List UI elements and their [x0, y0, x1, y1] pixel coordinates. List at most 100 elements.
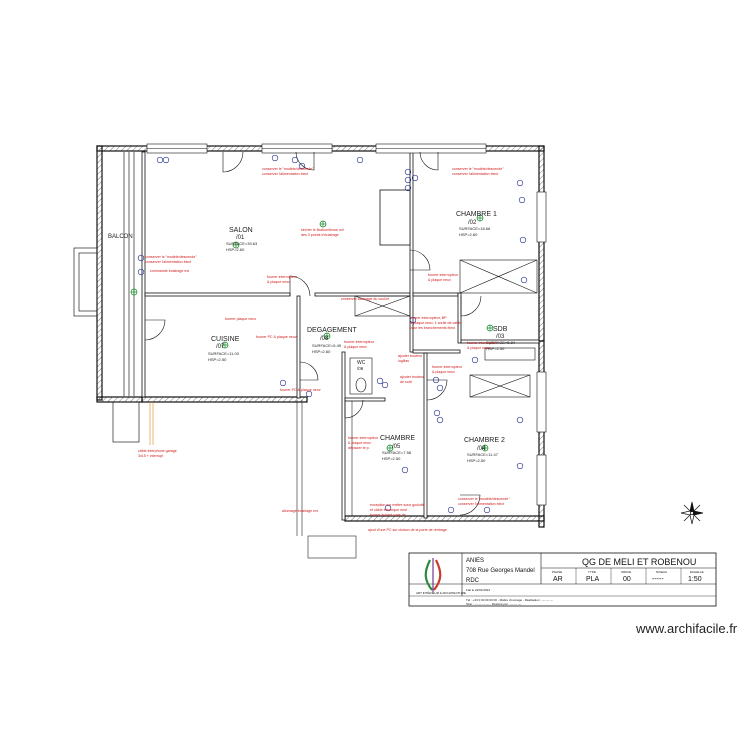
room-chambre2-code: /04	[477, 446, 486, 452]
room-chambre3-height: HSP=2.50	[382, 456, 401, 461]
note: fourrer PC & plaque neuv	[280, 388, 321, 392]
room-wc-name: WC	[357, 360, 366, 366]
note: lugillas	[398, 359, 409, 363]
note: fourrer plaque neuv	[225, 317, 256, 321]
room-chambre2-name: CHAMBRE 2	[464, 437, 505, 444]
footer-line1: Fait le 22/01/2024	[466, 588, 490, 592]
note: câble interphone garage	[138, 449, 177, 453]
title-block: ART INTÉRIEUR & ARCHITECTURE ANIES 708 R…	[408, 552, 717, 607]
room-sdb-height: HSP=2.50	[486, 346, 505, 351]
room-sdb-name: SDB	[493, 326, 508, 333]
room-sdb-code: /03	[496, 334, 505, 340]
room-labels: BALCON SALON /01 SURFACE=39.63 HSP=2.60 …	[108, 211, 516, 463]
light-fixtures	[130, 214, 494, 452]
note: & plaque neuv	[432, 370, 455, 374]
room-degagement-name: DEGAGEMENT	[307, 327, 358, 334]
col-value: -----	[652, 576, 664, 583]
note: conserver l'alimentation élect	[452, 172, 498, 176]
doors	[144, 151, 482, 516]
room-chambre1-name: CHAMBRE 1	[456, 211, 497, 218]
room-sdb-surface: SURFACE=5.84	[486, 340, 516, 345]
col-value: 00	[623, 576, 631, 583]
annotations: conserver le "modèle/descende" conserver…	[138, 167, 510, 532]
note: & plaque neuv	[344, 345, 367, 349]
room-chambre1-surface: SURFACE=18.66	[459, 226, 491, 231]
cable-marks	[149, 402, 154, 445]
room-salon-height: HSP=2.60	[226, 247, 245, 252]
room-degagement-code: /08	[320, 336, 329, 342]
note: & plaque neuv	[467, 346, 490, 350]
room-chambre2-surface: SURFACE=11.47	[467, 452, 499, 457]
level: RDC	[466, 578, 480, 584]
balcony	[73, 152, 140, 443]
col-label: INDICE	[621, 570, 631, 574]
title-columns: PHASE TYPE INDICE NIVEAU ECHELLE AR PLA …	[552, 570, 704, 583]
col-label: NIVEAU	[656, 570, 667, 574]
room-chambre1-height: HSP=2.60	[459, 232, 478, 237]
note: conserver le "modèle/descende"	[145, 255, 197, 259]
note: commande éclairage ext	[150, 269, 189, 273]
north-arrow-icon	[680, 501, 704, 525]
note: conserver l'alimentation élect	[145, 260, 191, 264]
col-label: PHASE	[552, 570, 562, 574]
room-salon-name: SALON	[229, 227, 253, 234]
room-wc-code: /06	[357, 366, 364, 371]
col-value: AR	[553, 576, 563, 583]
note: fourrer interrupteur	[344, 340, 375, 344]
col-value: PLA	[586, 576, 600, 583]
note: & plaque neuv	[267, 280, 290, 284]
note: fourrer interrupteur	[348, 436, 379, 440]
footer-line2: Tél : +33 0 00 00 00 00 - Maître d'ouvra…	[466, 598, 553, 602]
watermark: www.archifacile.fr	[636, 621, 738, 636]
room-degagement-surface: SURFACE=5.49	[312, 343, 342, 348]
room-salon-surface: SURFACE=39.63	[226, 241, 258, 246]
col-value: 1:50	[688, 576, 702, 583]
room-cuisine-surface: SURFACE=11.00	[208, 351, 240, 356]
note: conserver le "modèle/descende"	[452, 167, 504, 171]
note: fourrer interrupteur	[267, 275, 298, 279]
note: & plaque neuv	[348, 441, 371, 445]
note: conserver le "modèle/descende"	[458, 497, 510, 501]
interior-walls	[141, 151, 540, 521]
room-chambre2-height: HSP=2.50	[467, 458, 486, 463]
room-chambre3-code: /05	[392, 444, 401, 450]
room-cuisine-name: CUISINE	[211, 336, 240, 343]
room-chambre3-name: CHAMBRE	[380, 435, 415, 442]
room-salon-code: /01	[236, 235, 245, 241]
room-cuisine-code: /07	[216, 344, 225, 350]
note: exception sur mettre sous goulotte	[370, 503, 425, 507]
note: des 3 points d'éclairage	[301, 233, 339, 237]
room-cuisine-height: HSP=2.50	[208, 357, 227, 362]
note: fourrer PC & plaque neuv	[256, 335, 297, 339]
note: ajouter bouteur	[398, 354, 423, 358]
col-label: TYPE	[588, 570, 596, 574]
note: fourrer isolant cuire de	[370, 513, 406, 517]
room-degagement-height: HSP=2.60	[312, 349, 331, 354]
note: & plaque neuv	[428, 278, 451, 282]
room-balcon: BALCON	[108, 234, 133, 240]
note: sécher le fixation/tenue mil	[301, 228, 344, 232]
project-title: QG DE MELI ET ROBENOU	[582, 557, 696, 567]
note: fourrer interrupteur, BP	[410, 316, 447, 320]
logo-text: ART INTÉRIEUR & ARCHITECTURE	[416, 590, 466, 595]
note: & plaque neuv, 1 sortie de cable	[410, 321, 461, 325]
note: conserver l'alimentation élect	[458, 502, 504, 506]
address-line1: ANIES	[466, 558, 484, 564]
note: de sorti	[400, 380, 412, 384]
note: conserver l'alimentation élect	[262, 172, 308, 176]
note: déplacer le p.	[348, 446, 370, 450]
address-line2: 708 Rue Georges Mandel	[466, 568, 535, 574]
col-label: ECHELLE	[690, 570, 704, 574]
windows	[146, 143, 547, 506]
note: et câble électrique neuf	[370, 508, 407, 512]
note: allumage éclairage ext	[282, 509, 318, 513]
note: conserver le "modèle/descende"	[262, 167, 314, 171]
note: fourrer interrupteur	[428, 273, 459, 277]
note: pour les branchements élect	[410, 326, 455, 330]
company-logo-icon	[424, 558, 442, 592]
wardrobes	[349, 259, 538, 398]
room-chambre3-surface: SURFACE=7.58	[382, 450, 412, 455]
note: fourrer interrupteur	[467, 341, 498, 345]
note: conserver allumage du couloir	[341, 297, 390, 301]
